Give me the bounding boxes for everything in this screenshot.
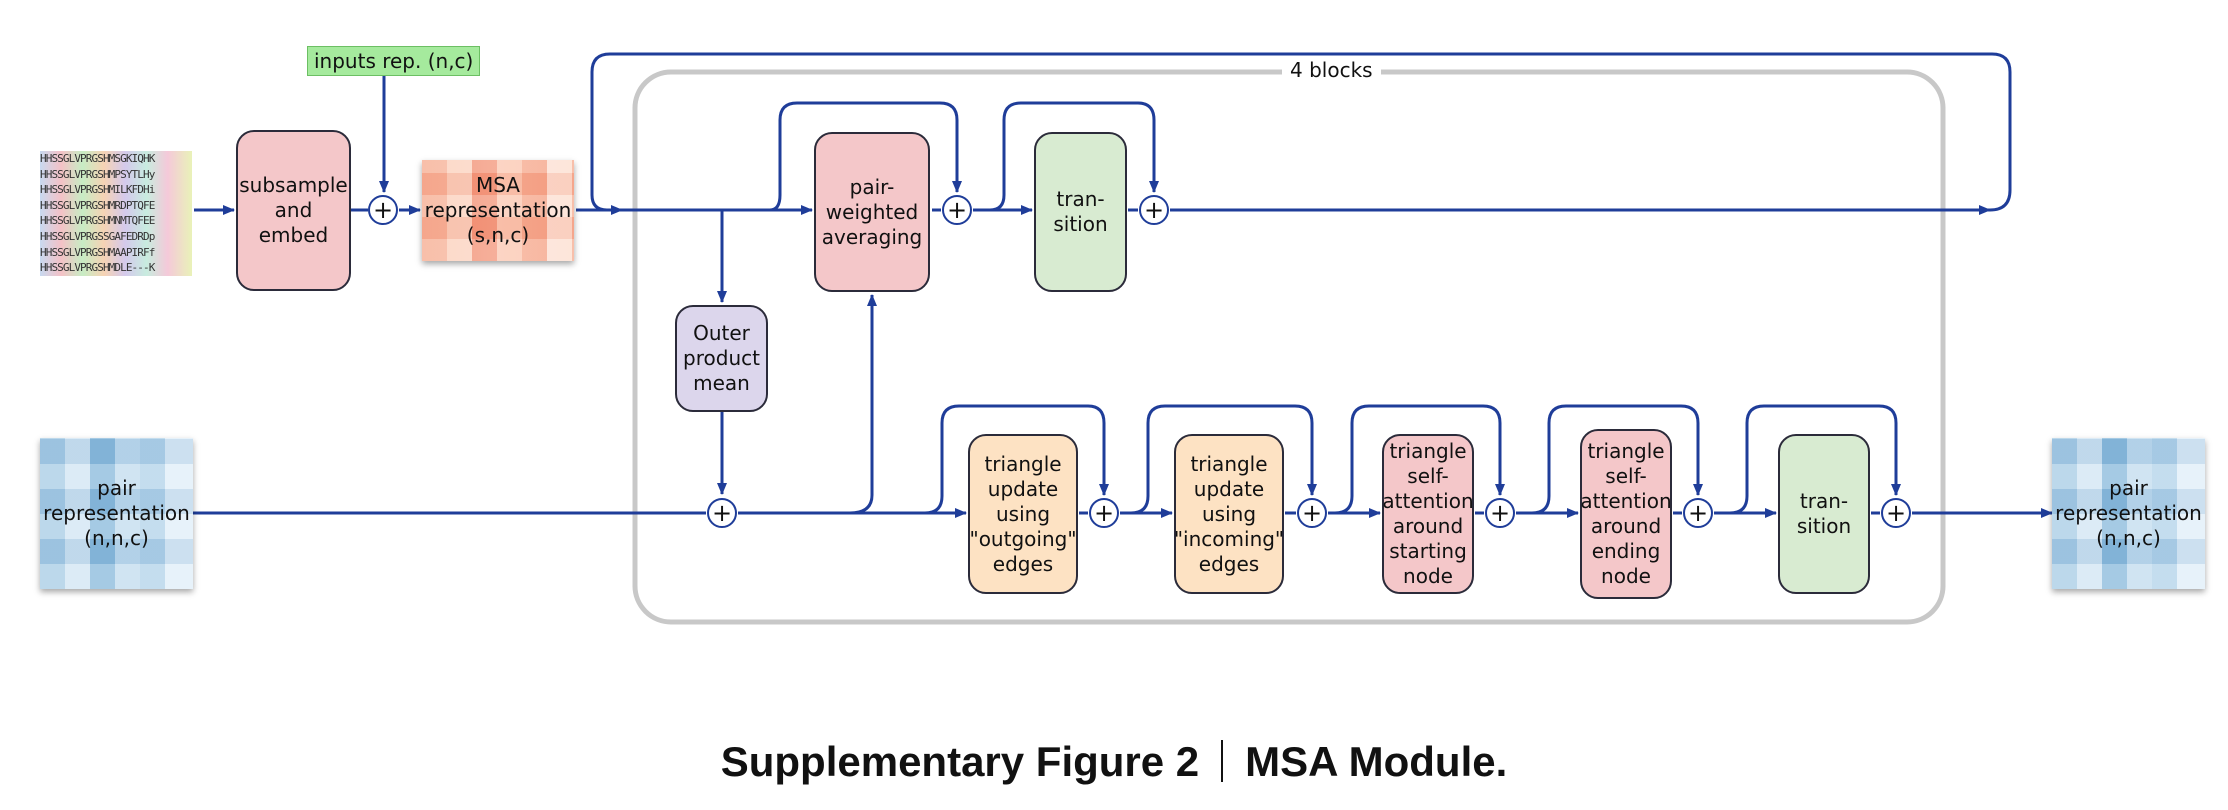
- msa-module-diagram: 4 blocks inputs rep. (n,c) HHSSGLVPRGSHM…: [40, 46, 2205, 625]
- caption-divider: [1221, 740, 1224, 782]
- msa-sequence-row: HHSSGLVPRGSHMRDPTQFE: [40, 197, 192, 214]
- msa-sequence-list: HHSSGLVPRGSHMSGKIQHK HHSSGLVPRGSHMPSYTLH…: [40, 151, 192, 276]
- residual-loop-pair-avg: [769, 101, 962, 212]
- add-junction-transition-top: +: [1139, 195, 1169, 225]
- transition-top-node: tran- sition: [1034, 132, 1127, 292]
- residual-loop-tri-out: [924, 404, 1109, 515]
- add-junction-tri-in: +: [1297, 498, 1327, 528]
- triangle-attention-ending-node: triangle self- attention around ending n…: [1580, 429, 1672, 599]
- transition-bottom-node: tran- sition: [1778, 434, 1870, 594]
- pair-representation-input-label: pair representation (n,n,c): [43, 476, 190, 550]
- residual-loop-tri-att-start: [1334, 404, 1505, 515]
- add-junction-pair-avg: +: [942, 195, 972, 225]
- caption-title: MSA Module.: [1245, 738, 1508, 785]
- residual-loop-tri-in: [1130, 404, 1317, 515]
- add-junction-embed: +: [368, 195, 398, 225]
- msa-sequence-row: HHSSGLVPRGSHMPSYTLHy: [40, 166, 192, 183]
- pair-weighted-averaging-node: pair- weighted averaging: [814, 132, 930, 292]
- triangle-attention-starting-node: triangle self- attention around starting…: [1382, 434, 1474, 594]
- connector-layer: [193, 52, 2053, 625]
- residual-loop-transition-top: [989, 101, 1159, 212]
- add-junction-transition-bottom: +: [1881, 498, 1911, 528]
- add-junction-tri-out: +: [1089, 498, 1119, 528]
- caption-figure-number: Supplementary Figure 2: [720, 738, 1200, 785]
- residual-loop-transition-bottom: [1729, 404, 1901, 515]
- inputs-representation-label: inputs rep. (n,c): [307, 46, 481, 76]
- subsample-and-embed-node: subsample and embed: [236, 130, 351, 291]
- msa-sequence-row: HHSSGLVPRGSHMSGKIQHK: [40, 151, 192, 167]
- triangle-update-outgoing-node: triangle update using "outgoing" edges: [968, 434, 1078, 594]
- outer-product-mean-node: Outer product mean: [675, 305, 768, 412]
- pair-representation-input-tensor: pair representation (n,n,c): [40, 438, 193, 589]
- msa-sequence-row: HHSSGLVPRGSHMNMTQFEE: [40, 213, 192, 229]
- add-junction-tri-att-end: +: [1683, 498, 1713, 528]
- block-recycle-loop: [590, 52, 2012, 212]
- msa-sequence-row: HHSSGLVPRGSHMILKFDHi: [40, 182, 192, 198]
- arrow-pair-to-pair-avg: [849, 294, 877, 515]
- msa-representation-tensor: MSA representation (s,n,c): [422, 160, 574, 261]
- pair-representation-output-label: pair representation (n,n,c): [2055, 476, 2202, 550]
- figure-caption: Supplementary Figure 2 MSA Module.: [0, 738, 2228, 786]
- msa-representation-label: MSA representation (s,n,c): [424, 173, 572, 247]
- triangle-update-incoming-node: triangle update using "incoming" edges: [1174, 434, 1284, 594]
- msa-sequence-row: HHSSGLVPRGSSGAFEDRDp: [40, 228, 192, 245]
- add-junction-outer-product: +: [707, 498, 737, 528]
- blocks-count-label: 4 blocks: [1282, 58, 1381, 82]
- pair-representation-output-tensor: pair representation (n,n,c): [2052, 438, 2205, 589]
- msa-sequence-row: HHSSGLVPRGSHMDLE---K: [40, 260, 192, 276]
- residual-loop-tri-att-end: [1531, 404, 1703, 515]
- msa-sequence-row: HHSSGLVPRGSHMAAPIRFf: [40, 244, 192, 261]
- add-junction-tri-att-start: +: [1485, 498, 1515, 528]
